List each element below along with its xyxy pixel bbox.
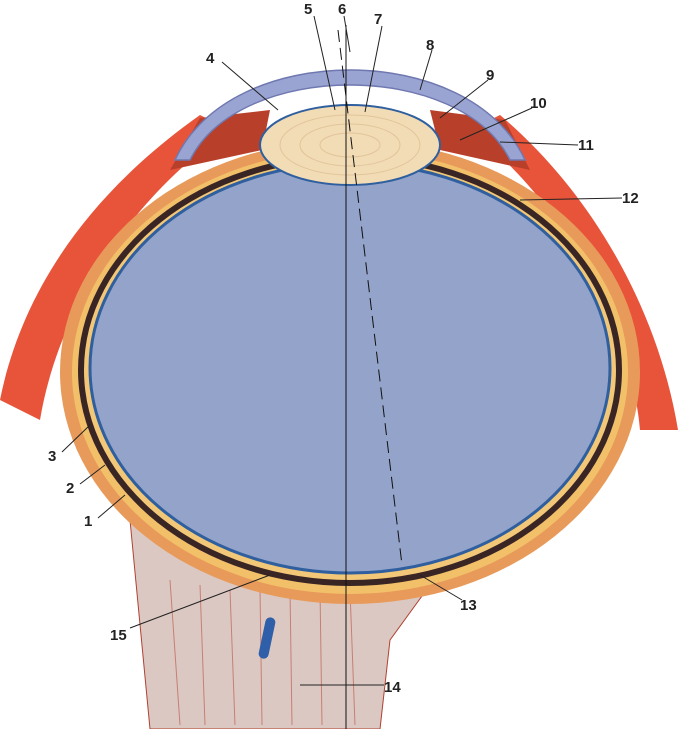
label-4: 4	[206, 50, 215, 67]
ciliary-body-right	[430, 110, 530, 170]
central-vessel	[258, 617, 276, 659]
lens-rings	[279, 114, 421, 176]
label-7: 7	[374, 11, 382, 28]
vitreous-body	[88, 161, 612, 575]
lens	[259, 104, 441, 186]
label-13: 13	[460, 597, 477, 614]
leader-lines	[61, 15, 623, 686]
orbital-tissue-left	[0, 115, 230, 420]
label-15: 15	[110, 627, 127, 644]
label-14: 14	[384, 679, 401, 696]
label-3: 3	[48, 448, 56, 465]
label-1: 1	[84, 513, 92, 530]
label-11: 11	[578, 137, 594, 154]
ciliary-body-left	[170, 110, 270, 170]
cornea	[173, 69, 527, 161]
label-2: 2	[66, 480, 74, 497]
label-9: 9	[486, 67, 494, 84]
label-5: 5	[304, 1, 312, 18]
label-10: 10	[530, 95, 547, 112]
nerve-fibers	[169, 579, 356, 726]
label-8: 8	[426, 37, 434, 54]
label-12: 12	[622, 190, 639, 207]
label-6: 6	[338, 1, 346, 18]
